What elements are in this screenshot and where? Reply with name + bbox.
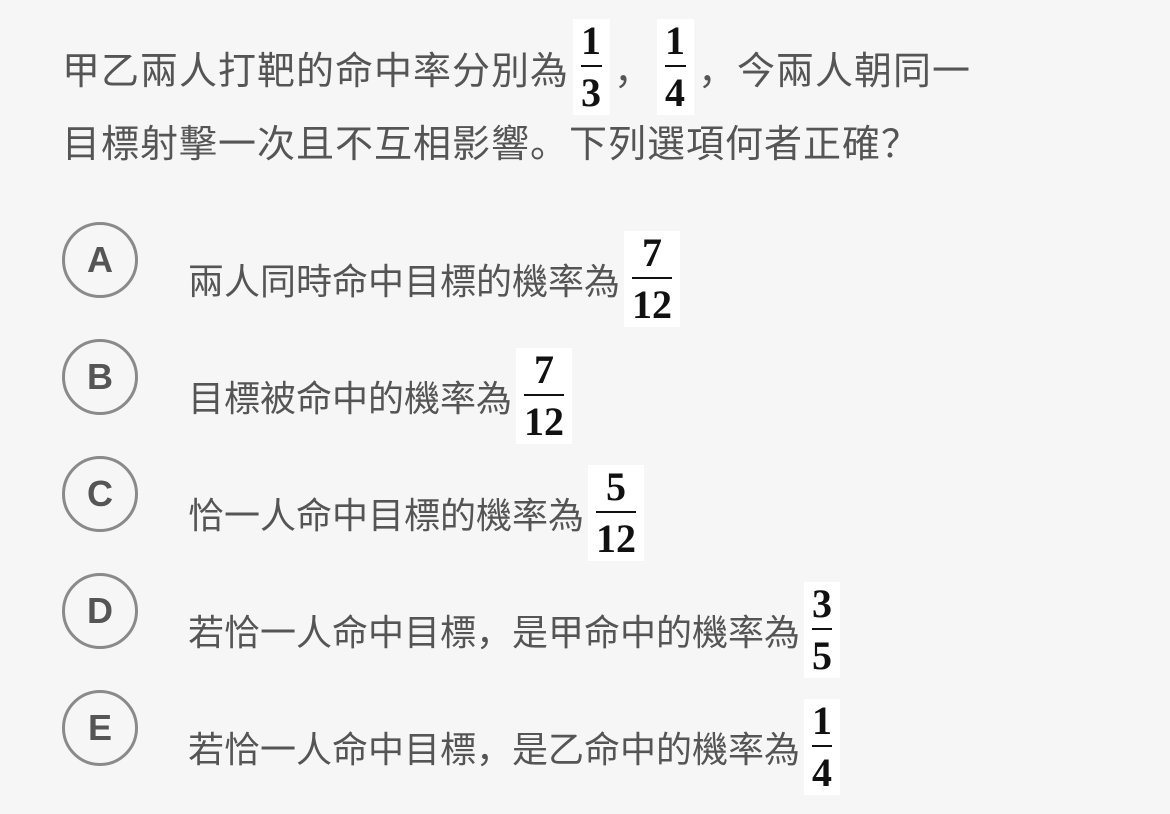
option-text[interactable]: 恰一人命中目標的機率為 5 12 <box>188 454 648 571</box>
option-letter-badge[interactable]: D <box>62 573 138 649</box>
option-fraction: 1 4 <box>804 697 841 795</box>
option-text[interactable]: 兩人同時命中目標的機率為 7 12 <box>188 220 684 337</box>
option-letter-badge[interactable]: A <box>62 222 138 298</box>
fraction-numerator: 1 <box>581 18 603 63</box>
fraction-denominator: 12 <box>524 398 565 444</box>
fraction-denominator: 12 <box>632 281 673 327</box>
option-fraction: 3 5 <box>804 580 841 678</box>
fraction-denominator: 4 <box>812 749 833 795</box>
fraction-bar <box>524 393 565 396</box>
option-label: 恰一人命中目標的機率為 <box>188 495 585 537</box>
option-label: 兩人同時命中目標的機率為 <box>188 261 621 303</box>
fraction-numerator: 5 <box>606 463 627 509</box>
fraction-denominator: 3 <box>581 70 603 115</box>
fraction-denominator: 5 <box>812 632 833 678</box>
fraction-one-fourth: 1 4 <box>657 18 695 115</box>
option-text[interactable]: 目標被命中的機率為 7 12 <box>188 337 576 454</box>
option-fraction: 7 12 <box>516 346 573 444</box>
fraction-bar <box>632 276 673 279</box>
question-line-1: 甲乙兩人打靶的命中率分別為 1 3 ， 1 4 ，今兩人朝同一 <box>62 18 1142 115</box>
question-text-prefix: 甲乙兩人打靶的命中率分別為 <box>62 48 570 93</box>
fraction-numerator: 3 <box>812 580 833 626</box>
fraction-denominator: 4 <box>665 70 687 115</box>
answer-options: A 兩人同時命中目標的機率為 7 12 B 目標被命中的機率為 7 12 C 恰… <box>62 220 1142 805</box>
question-text-suffix: ，今兩人朝同一 <box>698 48 972 93</box>
option-b[interactable]: B 目標被命中的機率為 7 12 <box>62 337 1142 454</box>
option-fraction: 5 12 <box>588 463 645 561</box>
fraction-numerator: 7 <box>534 346 555 392</box>
fraction-bar <box>596 510 637 513</box>
option-e[interactable]: E 若恰一人命中目標，是乙命中的機率為 1 4 <box>62 688 1142 805</box>
option-label: 若恰一人命中目標，是甲命中的機率為 <box>188 612 801 654</box>
option-letter-badge[interactable]: B <box>62 339 138 415</box>
option-a[interactable]: A 兩人同時命中目標的機率為 7 12 <box>62 220 1142 337</box>
fraction-numerator: 1 <box>665 18 687 63</box>
fraction-bar <box>665 65 687 67</box>
fraction-bar <box>581 65 603 67</box>
option-text[interactable]: 若恰一人命中目標，是乙命中的機率為 1 4 <box>188 688 844 805</box>
fraction-bar <box>812 627 833 630</box>
option-c[interactable]: C 恰一人命中目標的機率為 5 12 <box>62 454 1142 571</box>
option-letter-badge[interactable]: C <box>62 456 138 532</box>
question-line-2: 目標射擊一次且不互相影響。下列選項何者正確？ <box>62 112 1142 168</box>
fraction-one-third: 1 3 <box>573 18 611 115</box>
option-label: 目標被命中的機率為 <box>188 378 513 420</box>
option-label: 若恰一人命中目標，是乙命中的機率為 <box>188 729 801 771</box>
fraction-denominator: 12 <box>596 515 637 561</box>
fraction-numerator: 7 <box>642 229 663 275</box>
fraction-numerator: 1 <box>812 697 833 743</box>
option-letter-badge[interactable]: E <box>62 690 138 766</box>
question-text-line2: 目標射擊一次且不互相影響。下列選項何者正確？ <box>62 121 921 166</box>
fraction-bar <box>812 744 833 747</box>
option-fraction: 7 12 <box>624 229 681 327</box>
question-stem: 甲乙兩人打靶的命中率分別為 1 3 ， 1 4 ，今兩人朝同一 目標射擊一次且不… <box>62 18 1142 168</box>
question-separator: ， <box>614 48 654 93</box>
option-d[interactable]: D 若恰一人命中目標，是甲命中的機率為 3 5 <box>62 571 1142 688</box>
option-text[interactable]: 若恰一人命中目標，是甲命中的機率為 3 5 <box>188 571 844 688</box>
